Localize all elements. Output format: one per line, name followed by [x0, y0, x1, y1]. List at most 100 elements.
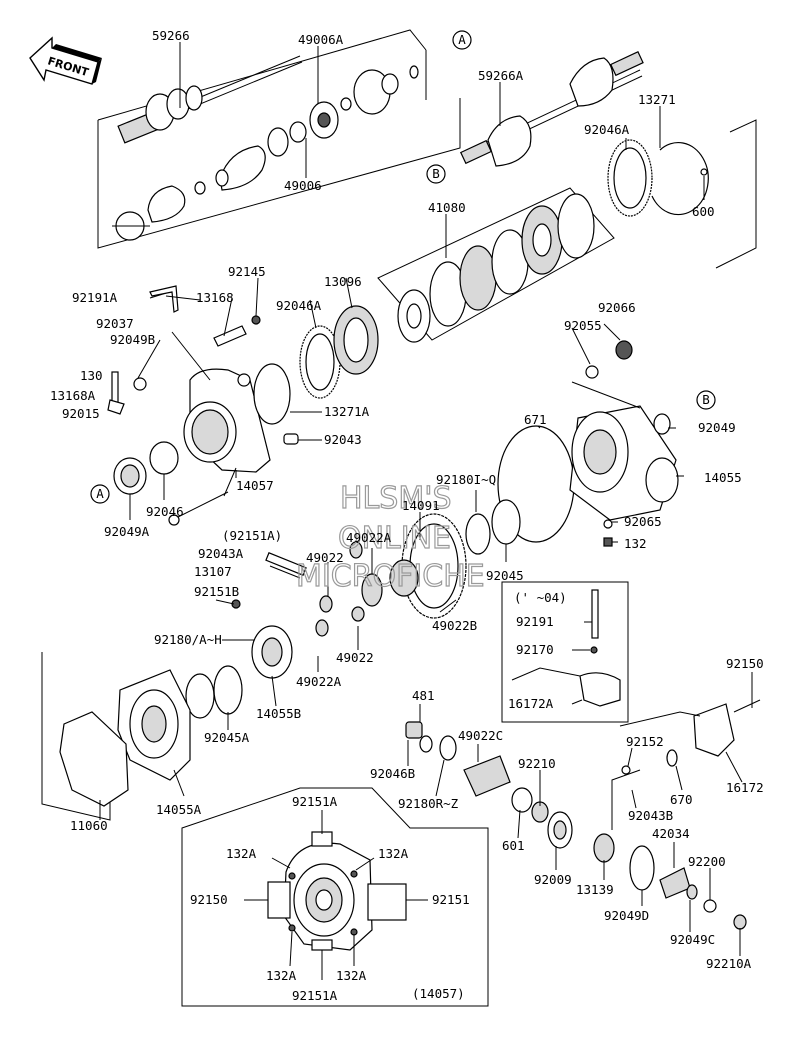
- label-49022a-top: 49022A: [346, 530, 392, 545]
- inset-years-label: (' ~04): [514, 590, 567, 605]
- callout-a-left-letter: A: [96, 486, 104, 501]
- label-92015: 92015: [62, 406, 100, 421]
- leader-lines: [99, 42, 753, 980]
- callout-b-left-letter: B: [432, 166, 440, 181]
- label-49006: 49006: [284, 178, 322, 193]
- label-92049b: 92049B: [110, 332, 155, 347]
- label-670: 670: [670, 792, 693, 807]
- inset-case-view: [181, 787, 489, 1007]
- callout-a-top-letter: A: [458, 32, 466, 47]
- inset-label-132a-br: 132A: [336, 968, 367, 983]
- label-92037: 92037: [96, 316, 134, 331]
- label-49006a: 49006A: [298, 32, 344, 47]
- label-92200: 92200: [688, 854, 726, 869]
- label-92191: 92191: [516, 614, 554, 629]
- label-92009: 92009: [534, 872, 572, 887]
- label-92045a: 92045A: [204, 730, 250, 745]
- watermark: HLSM'S ONLINE MICROFICHE: [295, 480, 485, 594]
- watermark-line-2: ONLINE: [338, 521, 451, 556]
- watermark-line-3: MICROFICHE: [296, 559, 485, 594]
- label-92180r-z: 92180R~Z: [398, 796, 459, 811]
- label-92191a: 92191A: [72, 290, 118, 305]
- label-59266: 59266: [152, 28, 190, 43]
- label-92180i-q: 92180I~Q: [436, 472, 496, 487]
- cover-14055a: [41, 652, 191, 821]
- label-49022-mid: 49022: [336, 650, 374, 665]
- inset-label-92150: 92150: [190, 892, 228, 907]
- label-92045: 92045: [486, 568, 524, 583]
- callout-a-left: A: [90, 484, 110, 504]
- label-16172a: 16172A: [508, 696, 554, 711]
- label-13168: 13168: [196, 290, 234, 305]
- callout-b-left: B: [426, 164, 446, 184]
- label-92046a-top: 92046A: [584, 122, 630, 137]
- label-14055: 14055: [704, 470, 742, 485]
- label-671: 671: [524, 412, 547, 427]
- clutch-plates-group: [377, 187, 615, 343]
- label-92210: 92210: [518, 756, 556, 771]
- label-13096: 13096: [324, 274, 362, 289]
- label-13168a: 13168A: [50, 388, 96, 403]
- front-drive-shaft-group: [97, 29, 461, 249]
- inset-label-132a-tl: 132A: [226, 846, 257, 861]
- inset-labels: (' ~04) (14057) 92151A 132A 132A 92150 9…: [190, 590, 567, 1003]
- label-49022-top: 49022: [306, 550, 344, 565]
- inset-early-models: [501, 581, 629, 723]
- label-14057: 14057: [236, 478, 274, 493]
- label-92152: 92152: [626, 734, 664, 749]
- label-92210a: 92210A: [706, 956, 752, 971]
- label-49022b: 49022B: [432, 618, 477, 633]
- watermark-line-1: HLSM'S: [340, 481, 452, 516]
- label-13271a: 13271A: [324, 404, 370, 419]
- label-92151b: 92151B: [194, 584, 239, 599]
- label-92049d: 92049D: [604, 908, 649, 923]
- inset-part-ref: (14057): [412, 986, 465, 1001]
- label-600: 600: [692, 204, 715, 219]
- label-92065: 92065: [624, 514, 662, 529]
- rear-drive-shaft-group: [425, 50, 757, 269]
- label-92066: 92066: [598, 300, 636, 315]
- label-481: 481: [412, 688, 435, 703]
- label-92043a: 92043A: [198, 546, 244, 561]
- label-92150-right: 92150: [726, 656, 764, 671]
- label-92049c: 92049C: [670, 932, 715, 947]
- label-13107: 13107: [194, 564, 232, 579]
- label-49022c: 49022C: [458, 728, 503, 743]
- label-92170: 92170: [516, 642, 554, 657]
- inset-label-92151a-top: 92151A: [292, 794, 338, 809]
- label-132: 132: [624, 536, 647, 551]
- label-92145: 92145: [228, 264, 266, 279]
- label-14055a: 14055A: [156, 802, 202, 817]
- gear-case-14055: [497, 340, 679, 547]
- front-arrow-icon: FRONT: [29, 36, 102, 85]
- label-92180a-h: 92180/A~H: [154, 632, 222, 647]
- label-92049: 92049: [698, 420, 736, 435]
- label-92151a-paren: (92151A): [222, 528, 282, 543]
- inset-label-132a-bl: 132A: [266, 968, 297, 983]
- label-16172: 16172: [726, 780, 764, 795]
- callout-b-right: B: [696, 390, 716, 410]
- differential-gears: [185, 499, 521, 719]
- label-11060: 11060: [70, 818, 108, 833]
- pinion-group: [405, 721, 747, 930]
- callout-b-right-letter: B: [702, 392, 710, 407]
- label-59266a: 59266A: [478, 68, 524, 83]
- label-13139: 13139: [576, 882, 614, 897]
- label-92046: 92046: [146, 504, 184, 519]
- label-130: 130: [80, 368, 103, 383]
- label-92049a: 92049A: [104, 524, 150, 539]
- label-41080: 41080: [428, 200, 466, 215]
- label-49022a-mid: 49022A: [296, 674, 342, 689]
- label-14055b: 14055B: [256, 706, 301, 721]
- inset-label-92151a-bottom: 92151A: [292, 988, 338, 1003]
- label-13271: 13271: [638, 92, 676, 107]
- callout-a-top: A: [452, 30, 472, 50]
- label-92055: 92055: [564, 318, 602, 333]
- label-92046b: 92046B: [370, 766, 415, 781]
- label-601: 601: [502, 838, 525, 853]
- actuator-16172: [619, 699, 761, 775]
- label-92043: 92043: [324, 432, 362, 447]
- label-92046a-mid: 92046A: [276, 298, 322, 313]
- inset-label-132a-tr: 132A: [378, 846, 409, 861]
